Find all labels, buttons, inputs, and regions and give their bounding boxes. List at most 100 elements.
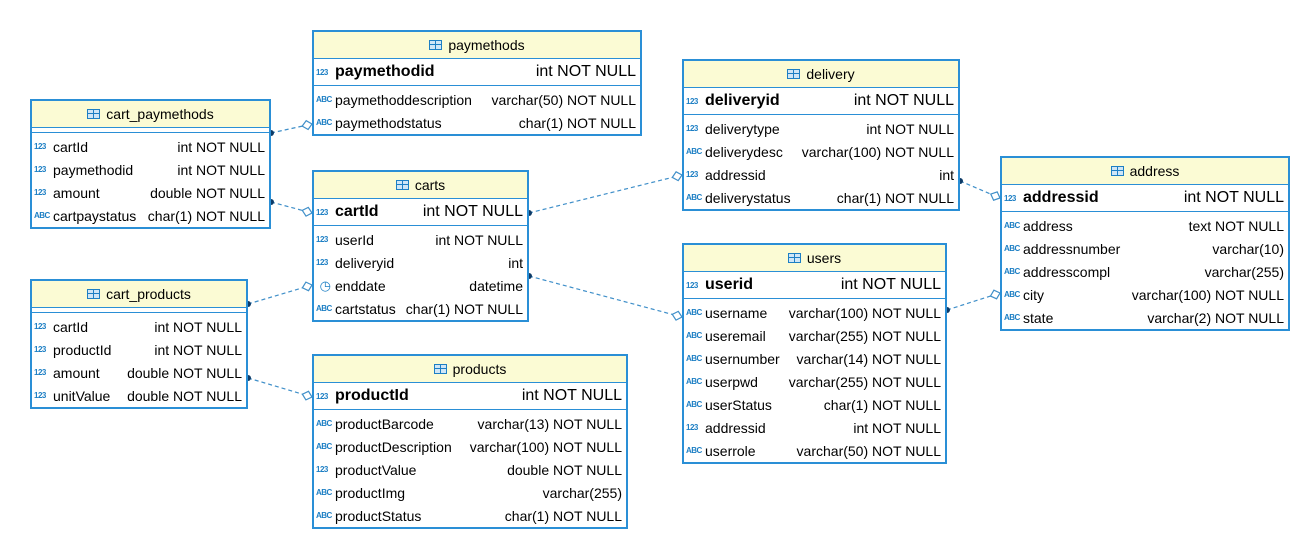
table-header[interactable]: cart_paymethods xyxy=(32,101,269,128)
text-type-icon: ABC xyxy=(686,400,702,409)
column-name: userId xyxy=(335,231,374,248)
table-icon xyxy=(787,69,801,79)
column-name: deliveryid xyxy=(335,254,395,271)
table-header[interactable]: cart_products xyxy=(32,281,246,308)
table-header[interactable]: address xyxy=(1002,158,1288,185)
column-name: cartstatus xyxy=(335,300,396,317)
column-type: int xyxy=(939,166,954,183)
table-header[interactable]: users xyxy=(684,245,945,272)
column-name: deliverytype xyxy=(705,120,780,137)
numeric-type-icon: 123 xyxy=(316,67,328,77)
relationship-cart-paymethods-carts[interactable] xyxy=(268,199,313,217)
table-header[interactable]: delivery xyxy=(684,61,958,88)
relationship-carts-delivery[interactable] xyxy=(526,171,683,216)
relationship-users-address[interactable] xyxy=(944,289,1001,313)
column-type: int NOT NULL xyxy=(840,276,941,293)
text-type-icon: ABC xyxy=(316,488,332,497)
column-name: enddate xyxy=(335,277,386,294)
relationship-cart-products-products[interactable] xyxy=(245,375,313,401)
table-icon xyxy=(87,289,101,299)
column-name: deliverystatus xyxy=(705,189,791,206)
column-name: cartpaystatus xyxy=(53,207,137,224)
column-name: productStatus xyxy=(335,507,422,524)
relationship-cart-paymethods-paymethods[interactable] xyxy=(268,119,313,136)
table-icon xyxy=(787,253,801,263)
text-type-icon: ABC xyxy=(686,147,702,156)
column-type: text NOT NULL xyxy=(1188,217,1284,234)
column-name: userid xyxy=(705,276,754,293)
column-type: int NOT NULL xyxy=(435,231,523,248)
table-header[interactable]: paymethods xyxy=(314,32,640,59)
relationship-carts-users[interactable] xyxy=(526,273,683,321)
text-type-icon: ABC xyxy=(1004,290,1020,299)
key-separator xyxy=(32,128,269,133)
column-type: char(1) NOT NULL xyxy=(147,207,265,224)
column-name: cartId xyxy=(53,318,89,335)
text-type-icon: ABC xyxy=(686,446,702,455)
column-type: char(1) NOT NULL xyxy=(518,114,636,131)
column-type: int NOT NULL xyxy=(422,203,523,220)
table-header[interactable]: products xyxy=(314,356,626,383)
relationship-delivery-address[interactable] xyxy=(957,178,1001,201)
column-type: varchar(50) NOT NULL xyxy=(796,442,941,459)
column-type: varchar(100) NOT NULL xyxy=(801,143,954,160)
relationship-diamond xyxy=(301,119,313,131)
column-type: char(1) NOT NULL xyxy=(405,300,523,317)
text-type-icon: ABC xyxy=(1004,267,1020,276)
relationship-cart-products-carts[interactable] xyxy=(245,281,313,307)
table-header[interactable]: carts xyxy=(314,172,527,199)
table-name: cart_paymethods xyxy=(106,106,214,122)
